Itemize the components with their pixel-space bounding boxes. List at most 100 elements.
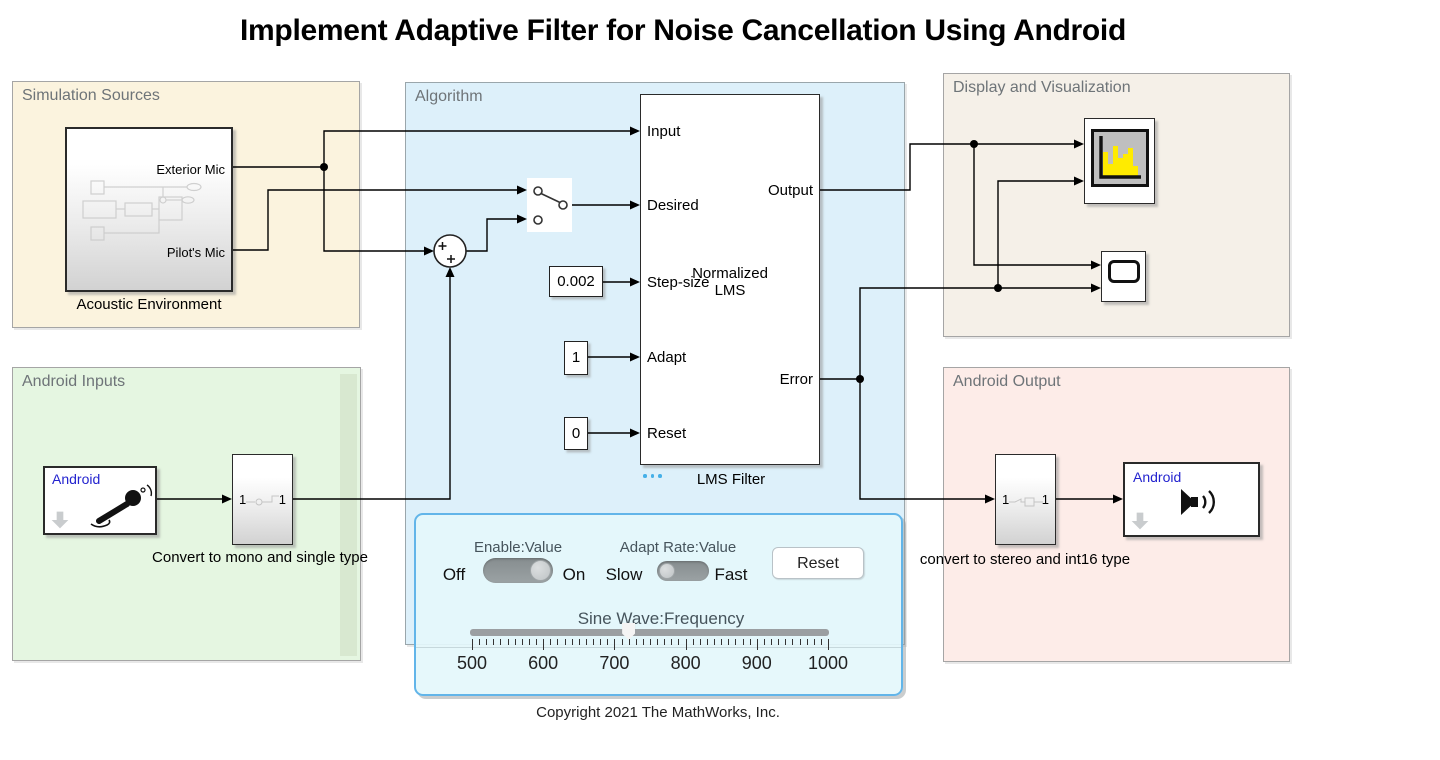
area-resize-band bbox=[340, 374, 357, 656]
stereo-subsystem-glyph bbox=[1009, 497, 1043, 507]
android-audio-playback-block[interactable]: Android bbox=[1123, 462, 1260, 537]
lms-port-desired: Desired bbox=[647, 197, 699, 214]
mono-out-port: 1 bbox=[278, 492, 286, 507]
slider-tick bbox=[564, 639, 566, 645]
microphone-icon bbox=[90, 484, 153, 528]
slider-tick bbox=[806, 639, 808, 645]
slider-tick bbox=[500, 639, 502, 645]
android-brand-label: Android bbox=[52, 471, 101, 487]
frequency-slider-thumb[interactable] bbox=[622, 623, 636, 640]
slider-tick bbox=[642, 639, 644, 645]
slider-tick bbox=[785, 639, 787, 645]
slider-tick bbox=[493, 639, 495, 645]
slider-tick bbox=[621, 639, 623, 645]
enable-on-label: On bbox=[562, 565, 586, 584]
slider-tick-label: 500 bbox=[456, 653, 488, 673]
adapt-rate-toggle[interactable] bbox=[657, 561, 709, 581]
model-title: Implement Adaptive Filter for Noise Canc… bbox=[240, 14, 1126, 47]
slider-tick bbox=[472, 639, 473, 650]
manual-switch-block[interactable] bbox=[527, 178, 572, 232]
slider-tick bbox=[486, 639, 488, 645]
slider-tick bbox=[678, 639, 680, 645]
slider-tick bbox=[614, 639, 616, 650]
adapt-fast-label: Fast bbox=[714, 565, 748, 584]
area-android-inputs-label: Android Inputs bbox=[22, 373, 126, 390]
android-audio-capture-block[interactable]: Android bbox=[43, 466, 157, 535]
slider-tick bbox=[479, 639, 481, 645]
deploy-arrow-icon bbox=[51, 511, 69, 529]
port-exterior-mic-label: Exterior Mic bbox=[156, 162, 225, 177]
constant-adapt-block[interactable]: 1 bbox=[564, 341, 588, 375]
lms-port-reset: Reset bbox=[647, 425, 687, 442]
sine-wave-slider-label: Sine Wave:Frequency bbox=[577, 609, 745, 628]
slider-tick bbox=[600, 639, 602, 645]
slider-tick bbox=[721, 639, 723, 645]
enable-toggle-label: Enable:Value bbox=[473, 539, 563, 556]
stereo-in-port: 1 bbox=[1002, 492, 1010, 507]
adapt-rate-toggle-knob bbox=[659, 563, 675, 579]
acoustic-environment-preview-icon bbox=[82, 180, 202, 241]
convert-to-mono-block[interactable]: 1 1 bbox=[232, 454, 293, 545]
lms-port-error: Error bbox=[779, 371, 813, 388]
copyright-note: Copyright 2021 The MathWorks, Inc. bbox=[536, 704, 780, 721]
slider-tick bbox=[521, 639, 523, 645]
area-simulation-sources-label: Simulation Sources bbox=[22, 87, 160, 104]
slider-tick bbox=[550, 639, 552, 645]
lms-port-input: Input bbox=[647, 123, 681, 140]
lms-center-line1: Normalized bbox=[692, 265, 768, 282]
lms-port-adapt: Adapt bbox=[647, 349, 687, 366]
port-pilots-mic-label: Pilot's Mic bbox=[166, 245, 225, 260]
slider-tick bbox=[699, 639, 701, 645]
mono-in-port: 1 bbox=[239, 492, 247, 507]
convert-to-stereo-block[interactable]: 1 1 bbox=[995, 454, 1056, 545]
area-edge-through-panel bbox=[416, 647, 901, 648]
slider-tick bbox=[557, 639, 559, 645]
slider-tick bbox=[657, 639, 659, 645]
enable-toggle-knob bbox=[530, 560, 551, 581]
collapsed-content-dots-icon[interactable] bbox=[643, 474, 662, 478]
scope-block[interactable] bbox=[1101, 251, 1146, 302]
slider-tick bbox=[706, 639, 708, 645]
slider-tick bbox=[735, 639, 737, 645]
slider-tick bbox=[578, 639, 580, 645]
slider-tick bbox=[543, 639, 545, 650]
mono-subsystem-glyph bbox=[246, 495, 279, 506]
slider-tick bbox=[585, 639, 587, 645]
dashboard-panel: Enable:Value Off On Adapt Rate:Value Slo… bbox=[414, 513, 903, 696]
slider-tick bbox=[778, 639, 780, 645]
speaker-icon bbox=[1181, 489, 1215, 515]
sum-block[interactable] bbox=[434, 235, 466, 267]
slider-tick bbox=[820, 639, 822, 645]
lms-center-line2: LMS bbox=[714, 282, 746, 299]
slider-tick bbox=[792, 639, 794, 645]
slider-tick bbox=[536, 639, 538, 645]
spectrum-analyzer-block[interactable] bbox=[1084, 118, 1155, 204]
slider-tick bbox=[671, 639, 673, 645]
constant-reset-block[interactable]: 0 bbox=[564, 417, 588, 450]
frequency-slider-rail[interactable] bbox=[470, 629, 829, 636]
deploy-arrow-icon bbox=[1131, 512, 1149, 530]
adapt-rate-toggle-label: Adapt Rate:Value bbox=[619, 539, 737, 556]
slider-tick bbox=[571, 639, 573, 645]
area-algorithm-label: Algorithm bbox=[415, 88, 483, 105]
lms-filter-caption: LMS Filter bbox=[696, 471, 766, 488]
slider-tick bbox=[514, 639, 516, 645]
convert-to-mono-caption: Convert to mono and single type bbox=[152, 549, 368, 566]
slider-tick bbox=[813, 639, 815, 645]
slider-tick-label: 1000 bbox=[807, 653, 849, 673]
enable-toggle[interactable] bbox=[483, 558, 553, 583]
adapt-slow-label: Slow bbox=[605, 565, 643, 584]
lms-port-stepsize: Step-size bbox=[647, 274, 710, 291]
area-display-visualization-label: Display and Visualization bbox=[953, 79, 1131, 96]
slider-tick bbox=[771, 639, 773, 645]
slider-tick bbox=[607, 639, 609, 645]
lms-filter-block[interactable]: Input Desired Step-size Adapt Reset Outp… bbox=[640, 94, 820, 465]
acoustic-environment-block[interactable]: Exterior Mic Pilot's Mic bbox=[65, 127, 233, 292]
slider-tick bbox=[650, 639, 651, 645]
slider-tick bbox=[628, 639, 630, 645]
android-brand-label: Android bbox=[1133, 469, 1182, 485]
constant-step-size-block[interactable]: 0.002 bbox=[549, 266, 603, 297]
reset-button[interactable]: Reset bbox=[772, 547, 864, 579]
slider-tick bbox=[763, 639, 765, 645]
